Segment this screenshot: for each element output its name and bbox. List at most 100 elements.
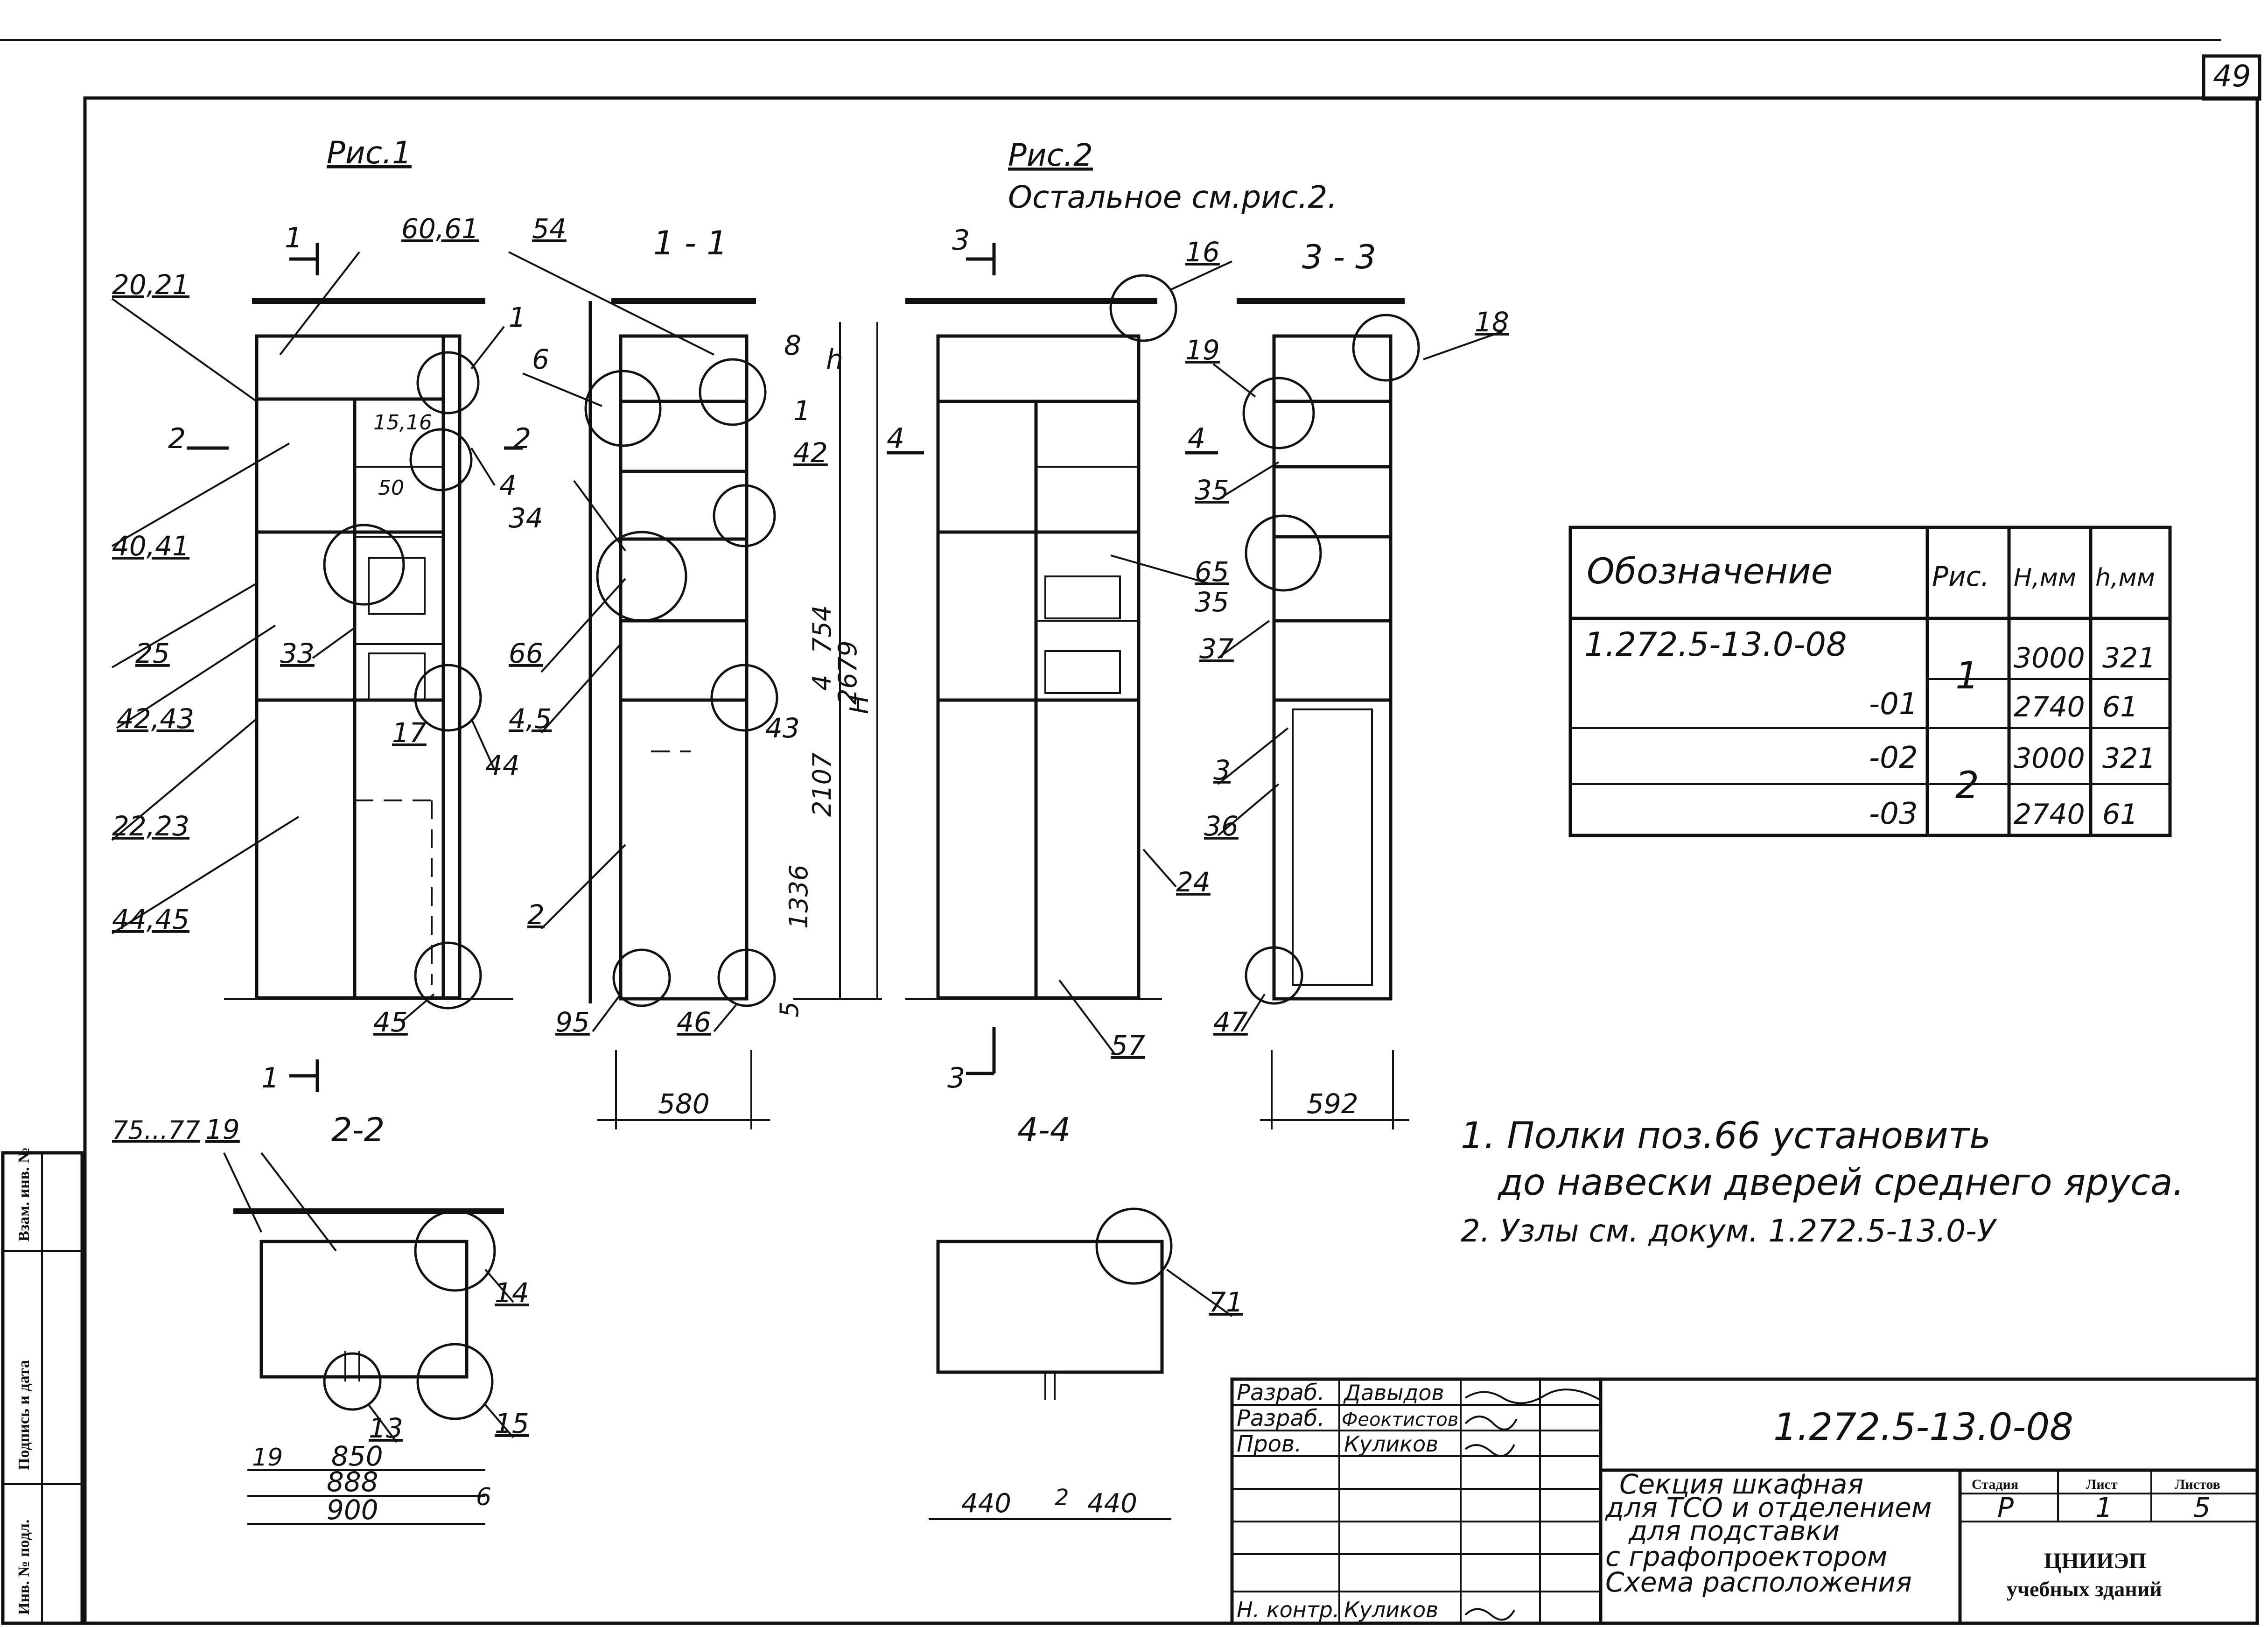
dim-2: 2 (1055, 1485, 1069, 1511)
tb-title-line-3: для подставки (1628, 1515, 1840, 1547)
dim-754: 754 (807, 605, 837, 653)
node-circle-1-1-a (584, 370, 662, 447)
dim-440-right: 440 (1087, 1488, 1137, 1519)
node-circle-ris1-top (416, 351, 480, 414)
view-title-ris1: Рис.1 (327, 135, 412, 171)
table-row-1-h: 61 (2102, 691, 2138, 723)
tb-name-1: Давыдов (1343, 1380, 1444, 1405)
dim-1336: 1336 (784, 865, 813, 929)
node-circle-3-3-top (1352, 314, 1420, 382)
callout-60-61: 60,61 (401, 213, 479, 245)
tb-role-normcontrol: Н. контр. (1237, 1597, 1339, 1622)
tb-title-line-1: Секция шкафная (1619, 1468, 1863, 1500)
callout-18: 18 (1475, 306, 1509, 338)
tb-sheet-label: Лист (2086, 1477, 2118, 1492)
node-circle-1-1-c (596, 531, 687, 622)
callout-15-16: 15,16 (373, 411, 432, 435)
callout-25: 25 (135, 638, 170, 669)
callout-75-77: 75...77 (112, 1115, 200, 1145)
callout-6: 6 (532, 344, 549, 375)
tb-name-4: Куликов (1344, 1597, 1438, 1622)
note-1-line-1: 1. Полки поз.66 установить (1461, 1115, 1991, 1157)
callout-15: 15 (495, 1408, 529, 1439)
ris1-elevation (224, 298, 513, 1000)
callout-95: 95 (555, 1006, 590, 1038)
callout-1b: 1 (793, 395, 811, 427)
dim-900: 900 (327, 1494, 378, 1526)
callout-2: 2 (527, 899, 545, 931)
callout-66: 66 (509, 638, 543, 669)
tb-sheet-value: 1 (2095, 1492, 2113, 1523)
callout-46: 46 (677, 1006, 711, 1038)
section-4-4-drawing (929, 1240, 1171, 1520)
ris2-elevation (905, 298, 1162, 1000)
tb-stage-label: Стадия (1972, 1477, 2018, 1492)
callout-1: 1 (509, 302, 526, 333)
tb-name-3: Куликов (1344, 1431, 1438, 1457)
callout-44-45: 44,45 (112, 904, 189, 935)
callout-42: 42 (793, 437, 828, 469)
table-row-2-designation: -02 (1869, 741, 1918, 775)
dim-440-left: 440 (961, 1488, 1011, 1519)
table-header-designation: Обозначение (1587, 550, 1833, 592)
table-row-2-H: 3000 (2014, 742, 2085, 775)
callout-35a: 35 (1195, 586, 1229, 618)
callout-16: 16 (1185, 236, 1220, 268)
callout-71: 71 (1209, 1286, 1243, 1318)
section-title-2-2: 2-2 (331, 1111, 385, 1149)
cut-mark-4-left: 4 (887, 422, 904, 455)
node-circle-3-3-a (1242, 377, 1315, 449)
cut-mark-4-right: 4 (1188, 422, 1205, 455)
node-circle-2-2-13 (323, 1352, 382, 1411)
callout-h: h (826, 344, 843, 375)
view-title-ris2: Рис.2 (1008, 137, 1093, 173)
table-fig-1: 1 (1955, 654, 1979, 697)
stamp-inv-label: Инв. № подл. (15, 1520, 33, 1615)
callout-19: 19 (1185, 334, 1220, 366)
table-row-3-H: 2740 (2014, 798, 2085, 831)
callout-45: 45 (373, 1006, 408, 1038)
dim-5: 5 (775, 1002, 804, 1017)
callout-13: 13 (369, 1412, 403, 1444)
node-circle-ris2-top (1109, 274, 1177, 342)
table-header-fig: Рис. (1932, 561, 1989, 592)
node-circle-1-1-f (612, 948, 671, 1007)
tb-sheets-label: Листов (2175, 1477, 2220, 1492)
callout-24: 24 (1176, 866, 1211, 898)
tb-title-line-4: с графопроектором (1605, 1541, 1888, 1572)
dim-4: 4 (807, 675, 837, 691)
signature-marks (1464, 1389, 1601, 1621)
dim-850: 850 (331, 1440, 383, 1472)
callout-4-5: 4,5 (509, 703, 552, 735)
table-row-0-H: 3000 (2014, 642, 2085, 674)
callout-37: 37 (1199, 633, 1234, 665)
dim-6: 6 (476, 1483, 491, 1511)
cut-marks (187, 243, 1218, 1092)
callout-36: 36 (1204, 810, 1239, 842)
callout-19b: 19 (205, 1114, 240, 1145)
dim-H: H (845, 695, 874, 714)
note-2: 2. Узлы см. докум. 1.272.5-13.0-У (1461, 1213, 1997, 1249)
node-circle-ris1-bottom (414, 941, 482, 1010)
callout-40-41: 40,41 (112, 530, 189, 562)
callout-33: 33 (280, 638, 315, 669)
callout-22-23: 22,23 (112, 810, 189, 842)
tb-title-line-2: для ТСО и отделением (1605, 1492, 1932, 1523)
cut-mark-2-right: 2 (513, 422, 531, 455)
node-circle-1-1-d (713, 484, 776, 547)
node-circle-ris1-shelf (409, 428, 473, 491)
callout-47: 47 (1213, 1006, 1248, 1038)
side-stamp: Инв. № подл. Подпись и дата Взам. инв. № (1, 1147, 84, 1625)
node-circle-3-3-c (1245, 946, 1303, 1005)
cut-mark-1-bottom: 1 (261, 1062, 279, 1094)
node-circle-4-4-71 (1095, 1207, 1173, 1285)
leader-lines (111, 251, 1503, 1443)
callout-17: 17 (392, 717, 427, 749)
callout-42-43: 42,43 (117, 703, 194, 735)
tb-stage-value: Р (1997, 1492, 2014, 1523)
title-block (1230, 1377, 2259, 1625)
dim-888: 888 (327, 1466, 378, 1498)
tb-sheets-value: 5 (2193, 1492, 2211, 1523)
table-row-0-h: 321 (2102, 642, 2156, 674)
